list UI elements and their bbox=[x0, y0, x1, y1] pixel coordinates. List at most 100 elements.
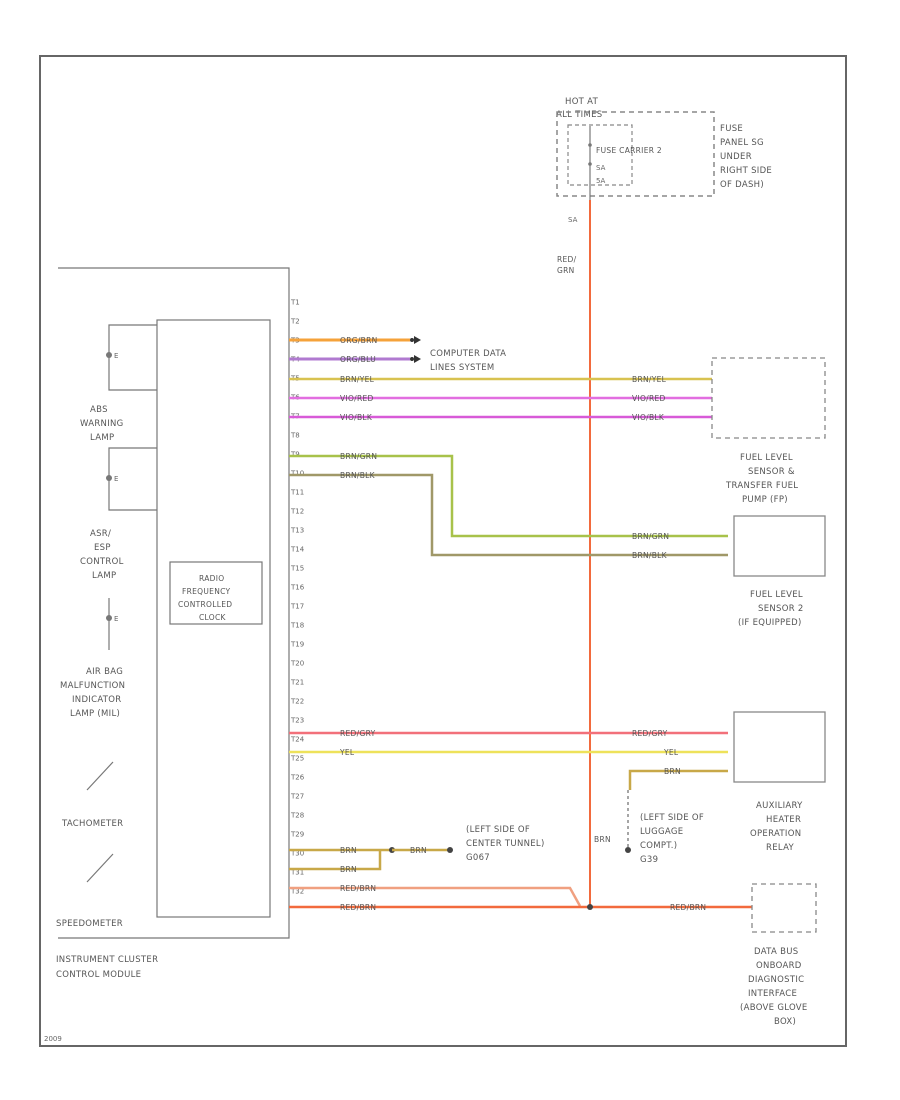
cluster-pin-label: T17 bbox=[290, 603, 304, 611]
airbag-label-1: AIR BAG bbox=[86, 667, 123, 677]
fuse-carrier-label: FUSE CARRIER 2 bbox=[596, 146, 662, 155]
cluster-pin-label: T13 bbox=[290, 527, 304, 535]
wire-can-high-label: ORG/BRN bbox=[340, 336, 378, 345]
speedometer-label: SPEEDOMETER bbox=[56, 919, 123, 929]
cluster-inner-module bbox=[156, 319, 271, 918]
data-bus-label-2: ONBOARD bbox=[756, 961, 802, 971]
asr-label-3: CONTROL bbox=[80, 557, 124, 567]
wire-yel-label-b: YEL bbox=[663, 748, 679, 757]
fuse-panel-label-5: OF DASH) bbox=[720, 180, 764, 190]
cluster-pin-label: T1 bbox=[290, 299, 300, 307]
cluster-pin-label: T11 bbox=[290, 489, 304, 497]
footer-code: 2009 bbox=[44, 1035, 62, 1043]
wire-ground-30-label: BRN bbox=[340, 865, 357, 874]
radio-label-4: CLOCK bbox=[199, 613, 226, 622]
wire-vio-blk-label-b: VIO/BLK bbox=[632, 413, 665, 422]
data-bus-box bbox=[751, 883, 817, 933]
ground-cowl-label-1: (LEFT SIDE OF bbox=[640, 813, 704, 823]
cluster-pin-label: T15 bbox=[290, 565, 304, 573]
wire-red-brn-31-label: RED/BRN bbox=[340, 884, 376, 893]
radio-clock-box bbox=[169, 561, 263, 625]
wire-brn-blk-label-b: BRN/BLK bbox=[632, 551, 668, 560]
feed-wire-label-1: RED/ bbox=[557, 255, 577, 264]
cluster-pin-label: T22 bbox=[290, 698, 304, 706]
wire-brn-blk bbox=[289, 473, 728, 557]
data-bus-label-3: DIAGNOSTIC bbox=[748, 975, 804, 985]
fuse-carrier-box bbox=[567, 124, 633, 186]
hot-label-2: ALL TIMES bbox=[556, 110, 603, 120]
fuel-sensor-2-label-3: (IF EQUIPPED) bbox=[738, 618, 802, 628]
cluster-pin-label: T8 bbox=[290, 432, 300, 440]
fuse-panel-label-4: RIGHT SIDE bbox=[720, 166, 772, 176]
cluster-outline bbox=[58, 267, 290, 939]
wire-brn-blk-label-a: BRN/BLK bbox=[340, 471, 376, 480]
airbag-label-2: MALFUNCTION bbox=[60, 681, 125, 691]
asr-lamp-symbol: E bbox=[114, 475, 118, 483]
cluster-pin-label: T14 bbox=[290, 546, 305, 554]
wire-yel-label-a: YEL bbox=[339, 748, 355, 757]
cluster-pin-label: T9 bbox=[290, 451, 300, 459]
cluster-pin-label: T32 bbox=[290, 888, 304, 896]
abs-label-2: WARNING bbox=[80, 419, 124, 429]
cluster-pin-label: T27 bbox=[290, 793, 304, 801]
airbag-label-3: INDICATOR bbox=[72, 695, 122, 705]
ground-cowl-label-3: COMPT.) bbox=[640, 841, 677, 851]
abs-lamp-symbol: E bbox=[114, 352, 118, 360]
can-system-label-1: COMPUTER DATA bbox=[430, 349, 506, 359]
speedometer-needle bbox=[86, 853, 114, 883]
data-bus-label-1: DATA BUS bbox=[754, 947, 798, 957]
cluster-pin-label: T29 bbox=[290, 831, 304, 839]
fuel-sensor-2-box bbox=[733, 515, 826, 577]
cluster-pin-label: T20 bbox=[290, 660, 304, 668]
wire-brn-grn-label-b: BRN/GRN bbox=[632, 532, 669, 541]
abs-label-1: ABS bbox=[90, 405, 108, 415]
data-bus-label-5: (ABOVE GLOVE bbox=[740, 1003, 808, 1013]
ground-tunnel-label-1: (LEFT SIDE OF bbox=[466, 825, 530, 835]
fuel-sensor-1-label-2: SENSOR & bbox=[748, 467, 795, 477]
ground-cowl-label-2: LUGGAGE bbox=[640, 827, 683, 837]
wire-relay-gnd-label: BRN bbox=[594, 835, 611, 844]
abs-label-3: LAMP bbox=[90, 433, 114, 443]
cluster-pin-column: T1T2T3T4T5T6T7T8T9T10T11T12T13T14T15T16T… bbox=[290, 299, 305, 896]
wire-relay-brn bbox=[628, 769, 728, 790]
wire-red-gry-label-a: RED/GRY bbox=[340, 729, 376, 738]
asr-label-4: LAMP bbox=[92, 571, 116, 581]
cluster-pin-label: T26 bbox=[290, 774, 305, 782]
cluster-pin-label: T31 bbox=[290, 869, 304, 877]
fuse-contact-top bbox=[588, 143, 592, 147]
wire-can-high-term bbox=[410, 338, 414, 342]
airbag-lamp-symbol: E bbox=[114, 615, 118, 623]
module-label-1: INSTRUMENT CLUSTER bbox=[56, 955, 158, 965]
airbag-lamp-bulb bbox=[106, 615, 112, 621]
fuse-panel-label: FUSE PANEL SG UNDER RIGHT SIDE OF DASH) bbox=[720, 124, 772, 190]
wire-red-brn-32-label-b: RED/BRN bbox=[670, 903, 706, 912]
cluster-pin-label: T28 bbox=[290, 812, 304, 820]
aux-heater-label-4: RELAY bbox=[766, 843, 795, 853]
wire-relay-brn-label: BRN bbox=[664, 767, 681, 776]
radio-label-3: CONTROLLED bbox=[178, 600, 232, 609]
tachometer-label: TACHOMETER bbox=[61, 819, 123, 829]
ground-tunnel-label-3: G067 bbox=[466, 853, 490, 863]
cluster-pin-label: T10 bbox=[290, 470, 304, 478]
wire-red-brn-31 bbox=[289, 886, 582, 907]
fuel-sensor-2-label-1: FUEL LEVEL bbox=[750, 590, 803, 600]
wire-red-gry-label-b: RED/GRY bbox=[632, 729, 668, 738]
cluster-pin-label: T18 bbox=[290, 622, 304, 630]
aux-heater-label-1: AUXILIARY bbox=[756, 801, 803, 811]
can-system-label-2: LINES SYSTEM bbox=[430, 363, 495, 373]
wire-can-low-label: ORG/BLU bbox=[340, 355, 376, 364]
wire-can-high-arrow bbox=[414, 336, 421, 344]
cluster-pin-label: T2 bbox=[290, 318, 300, 326]
fuel-sensor-1-label-3: TRANSFER FUEL bbox=[725, 481, 798, 491]
ground-tunnel-node bbox=[447, 847, 453, 853]
ground-cowl-label-4: G39 bbox=[640, 855, 658, 865]
feed-wire-label-2: GRN bbox=[557, 266, 575, 275]
wire-can-low-term bbox=[410, 357, 414, 361]
aux-heater-label-2: HEATER bbox=[766, 815, 801, 825]
feed-fuse-id: SA bbox=[568, 216, 578, 224]
radio-label-2: FREQUENCY bbox=[182, 587, 231, 596]
cluster-pin-label: T12 bbox=[290, 508, 304, 516]
wire-ground-main-label: BRN bbox=[410, 846, 427, 855]
wire-can-low-arrow bbox=[414, 355, 421, 363]
